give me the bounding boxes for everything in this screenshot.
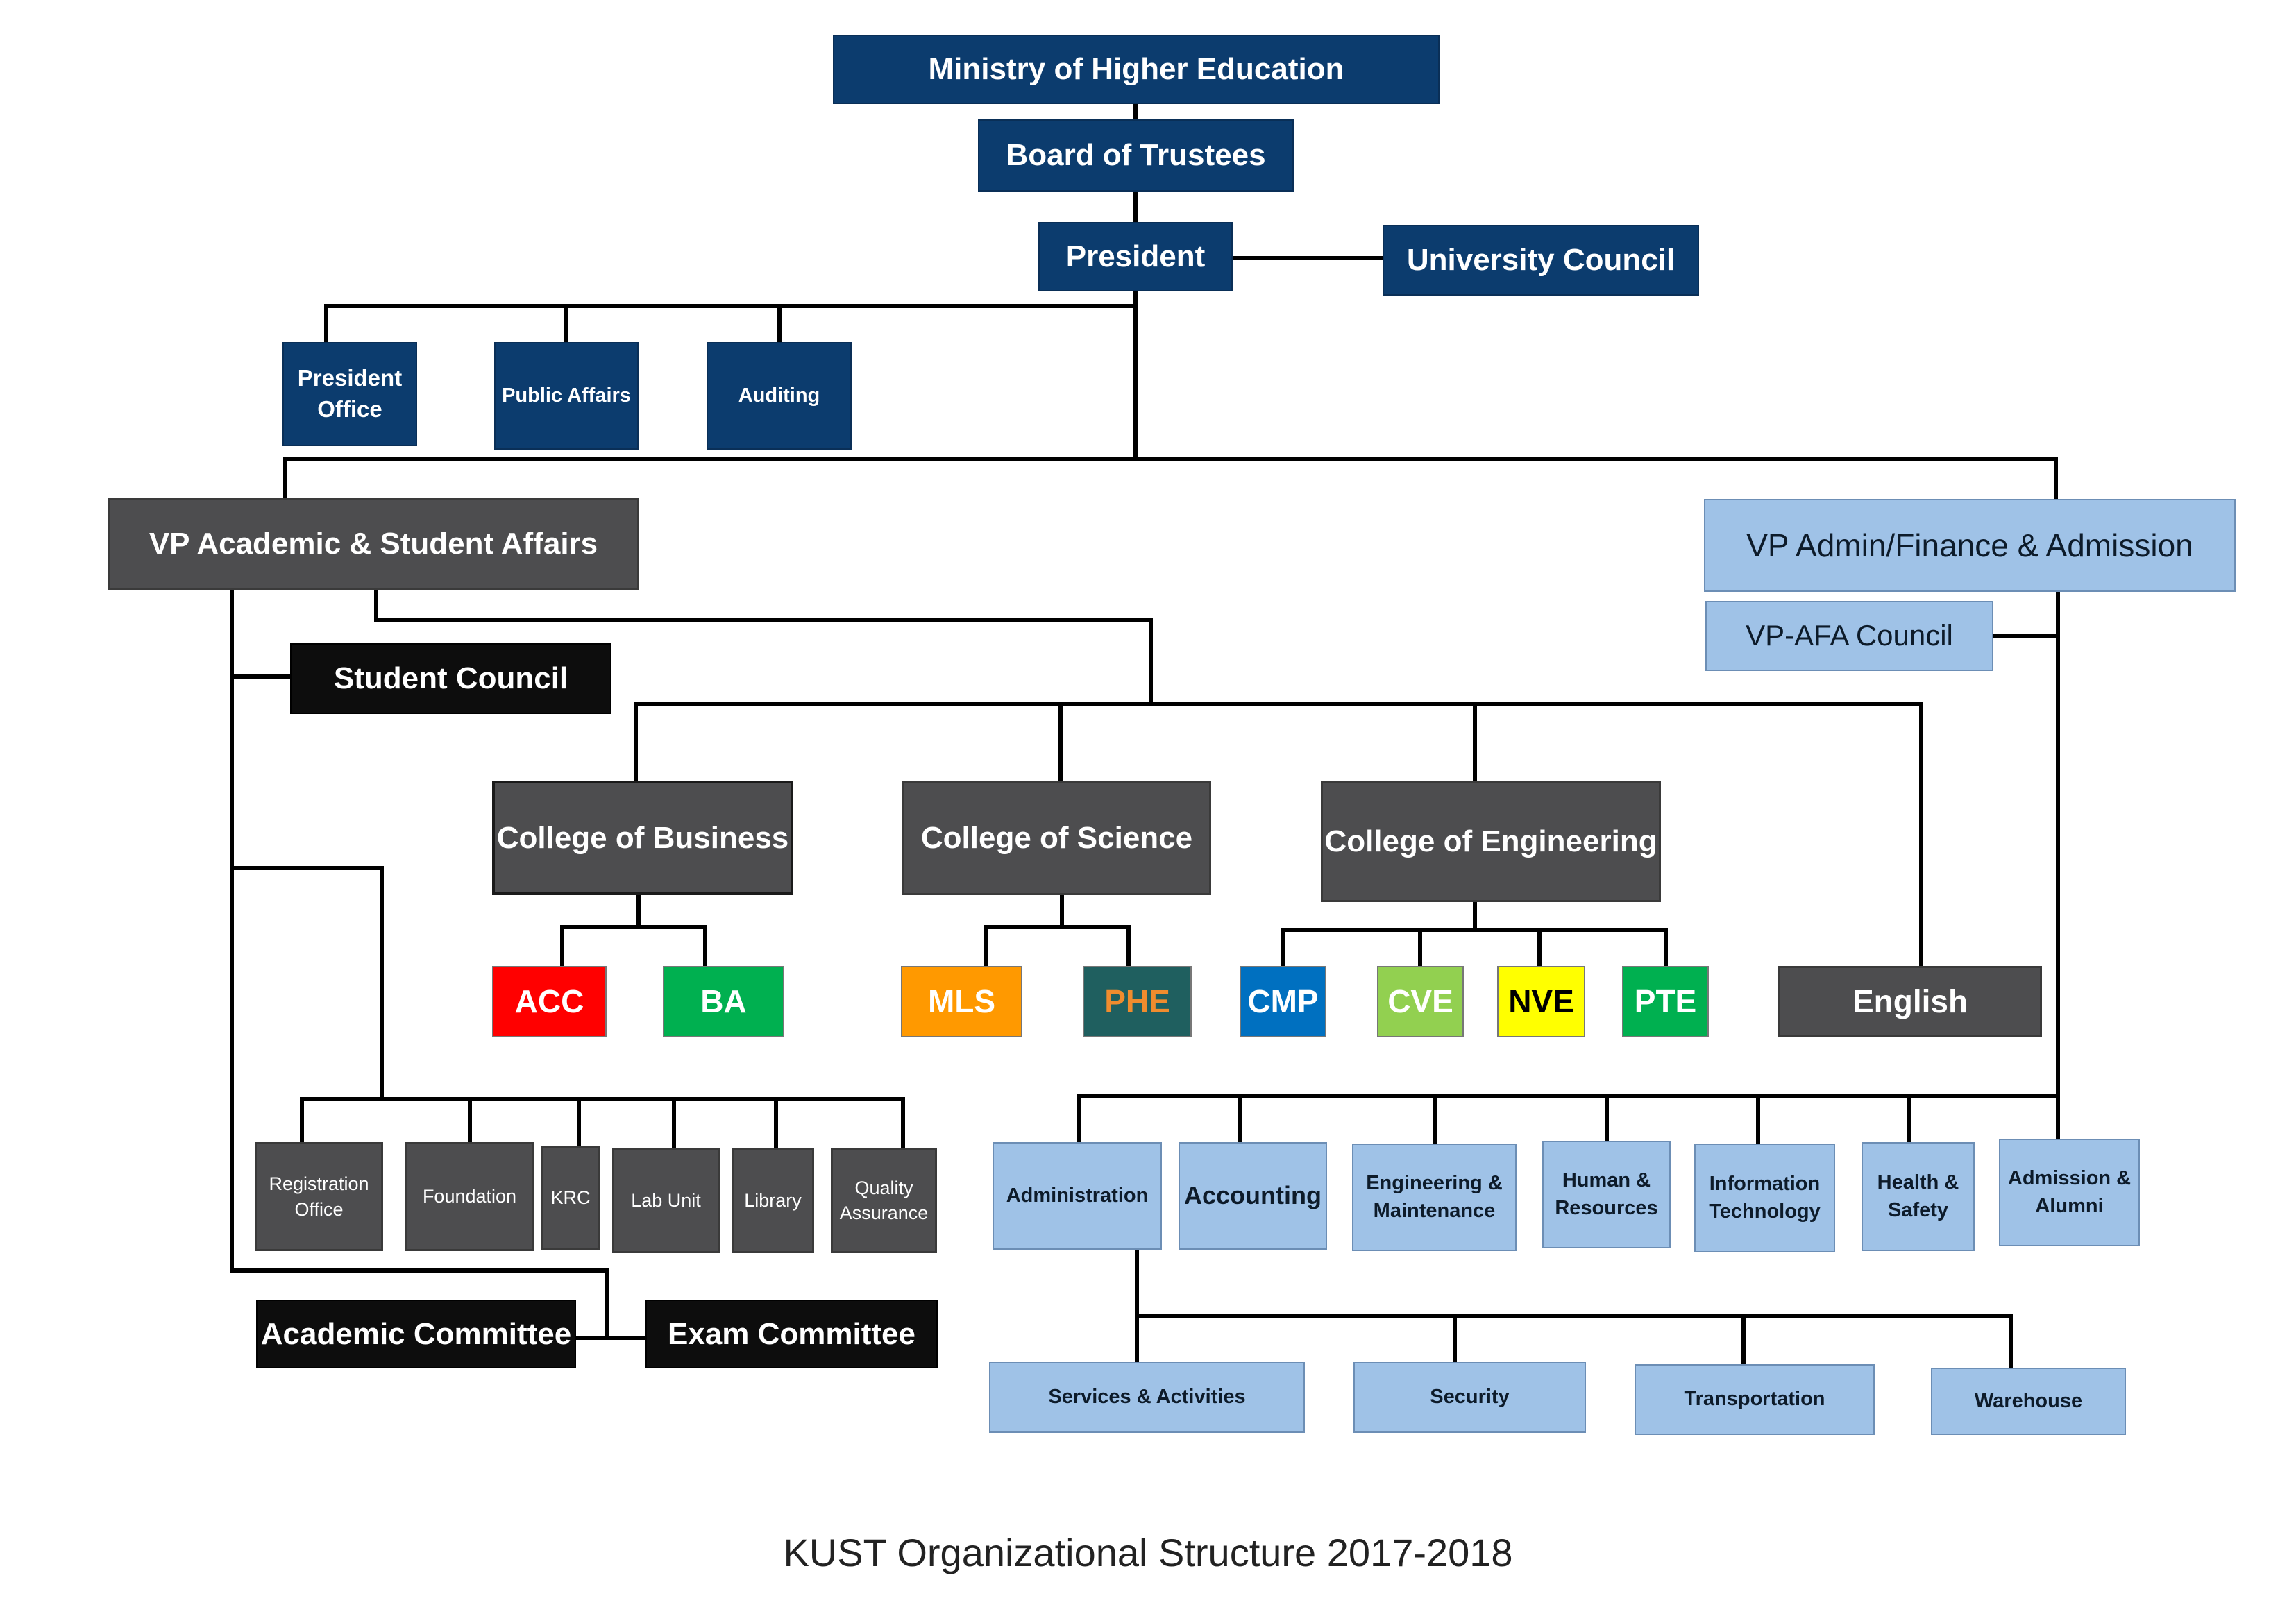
vp-admin-box[interactable]: VP Admin/Finance & Admission: [1704, 499, 2236, 592]
president-box[interactable]: President: [1038, 222, 1233, 291]
information-technology-box[interactable]: Information Technology: [1694, 1144, 1835, 1252]
auditing-box[interactable]: Auditing: [707, 342, 852, 450]
academic-committee-box[interactable]: Academic Committee: [256, 1300, 576, 1368]
admission-alumni-box[interactable]: Admission & Alumni: [1999, 1139, 2140, 1246]
dept-cve-box[interactable]: CVE: [1377, 966, 1464, 1037]
college-of-engineering-box[interactable]: College of Engineering: [1321, 781, 1661, 902]
student-council-box[interactable]: Student Council: [290, 643, 611, 714]
dept-cmp-box[interactable]: CMP: [1240, 966, 1326, 1037]
lab-unit-box[interactable]: Lab Unit: [612, 1148, 720, 1253]
warehouse-box[interactable]: Warehouse: [1931, 1368, 2126, 1435]
dept-nve-box[interactable]: NVE: [1497, 966, 1585, 1037]
health-safety-box[interactable]: Health & Safety: [1862, 1142, 1975, 1251]
transportation-box[interactable]: Transportation: [1635, 1364, 1875, 1435]
dept-mls-box[interactable]: MLS: [901, 966, 1022, 1037]
quality-assurance-box[interactable]: Quality Assurance: [831, 1148, 937, 1253]
board-of-trustees-box[interactable]: Board of Trustees: [978, 119, 1294, 192]
human-resources-box[interactable]: Human & Resources: [1542, 1141, 1671, 1248]
dept-pte-box[interactable]: PTE: [1622, 966, 1709, 1037]
library-box[interactable]: Library: [732, 1148, 814, 1253]
administration-box[interactable]: Administration: [993, 1142, 1162, 1250]
dept-phe-box[interactable]: PHE: [1083, 966, 1192, 1037]
accounting-box[interactable]: Accounting: [1179, 1142, 1327, 1250]
krc-box[interactable]: KRC: [541, 1146, 600, 1250]
dept-ba-box[interactable]: BA: [663, 966, 784, 1037]
engineering-maintenance-box[interactable]: Engineering & Maintenance: [1352, 1144, 1517, 1251]
dept-acc-box[interactable]: ACC: [492, 966, 607, 1037]
exam-committee-box[interactable]: Exam Committee: [645, 1300, 938, 1368]
college-of-science-box[interactable]: College of Science: [902, 781, 1211, 895]
vp-afa-council-box[interactable]: VP-AFA Council: [1705, 601, 1993, 671]
ministry-box[interactable]: Ministry of Higher Education: [833, 35, 1440, 104]
university-council-box[interactable]: University Council: [1383, 225, 1699, 296]
foundation-box[interactable]: Foundation: [405, 1142, 534, 1251]
services-activities-box[interactable]: Services & Activities: [989, 1362, 1305, 1433]
vp-academic-box[interactable]: VP Academic & Student Affairs: [108, 498, 639, 590]
registration-office-box[interactable]: Registration Office: [255, 1142, 383, 1251]
public-affairs-box[interactable]: Public Affairs: [494, 342, 639, 450]
college-of-business-box[interactable]: College of Business: [492, 781, 793, 895]
english-box[interactable]: English: [1778, 966, 2042, 1037]
chart-caption: KUST Organizational Structure 2017-2018: [783, 1531, 1513, 1574]
security-box[interactable]: Security: [1353, 1362, 1586, 1433]
president-office-box[interactable]: President Office: [282, 342, 417, 446]
